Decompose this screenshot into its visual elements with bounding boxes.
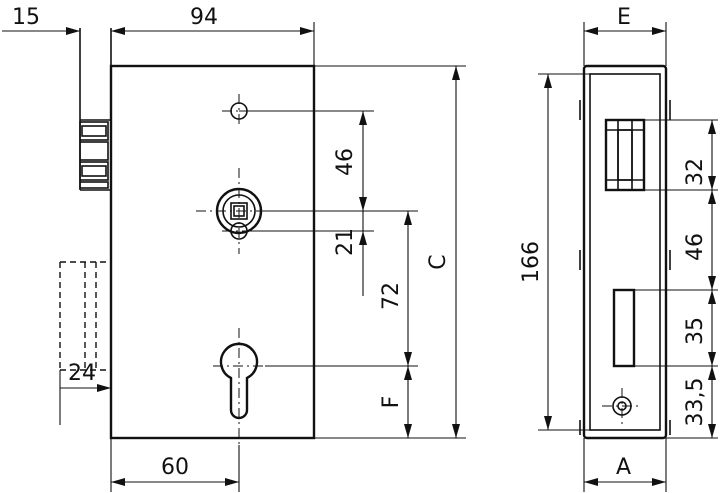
dim-15: 15 [2, 5, 80, 35]
dim-c: C [314, 65, 466, 438]
dim-32-label: 32 [683, 158, 708, 186]
side-dead-bolt [612, 288, 636, 368]
latch-bolt [79, 121, 109, 189]
dim-f-label: F [379, 396, 404, 409]
dim-46-side-label: 46 [683, 233, 708, 261]
dim-24: 24 [59, 361, 111, 425]
cylinder-keyhole [213, 328, 265, 445]
dim-60: 60 [110, 438, 240, 492]
dim-a-label: A [616, 455, 631, 480]
side-view: E 166 32 46 [519, 5, 718, 492]
dim-24-label: 24 [68, 361, 96, 386]
dim-a: A [583, 438, 667, 492]
dim-94-label: 94 [190, 5, 218, 30]
dim-e: E [583, 5, 667, 66]
side-case-outline [582, 64, 668, 440]
dim-72-label: 72 [379, 282, 404, 310]
dim-c-label: C [426, 254, 451, 269]
side-latch-bolt [604, 118, 646, 192]
front-view: 15 94 46 21 [2, 5, 466, 492]
dim-46-label: 46 [333, 148, 358, 176]
dim-46-21: 46 21 [239, 110, 418, 296]
lock-body-outline [109, 64, 316, 440]
dim-chain-right: 32 46 35 33,5 [634, 119, 718, 439]
dim-15-label: 15 [12, 5, 40, 30]
dim-166: 166 [519, 73, 590, 431]
dim-21-label: 21 [333, 228, 358, 256]
dim-e-label: E [617, 5, 631, 30]
side-screw [602, 388, 642, 424]
dim-72-f: 72 F [265, 211, 466, 439]
dim-166-label: 166 [519, 241, 544, 283]
side-case-inner [589, 73, 661, 431]
dim-33-5-label: 33,5 [683, 378, 708, 427]
spindle-follower [196, 168, 282, 254]
dim-94: 94 [111, 5, 315, 66]
dim-35-label: 35 [683, 317, 708, 345]
dim-60-label: 60 [161, 455, 189, 480]
dead-bolt-dashed [59, 261, 111, 371]
